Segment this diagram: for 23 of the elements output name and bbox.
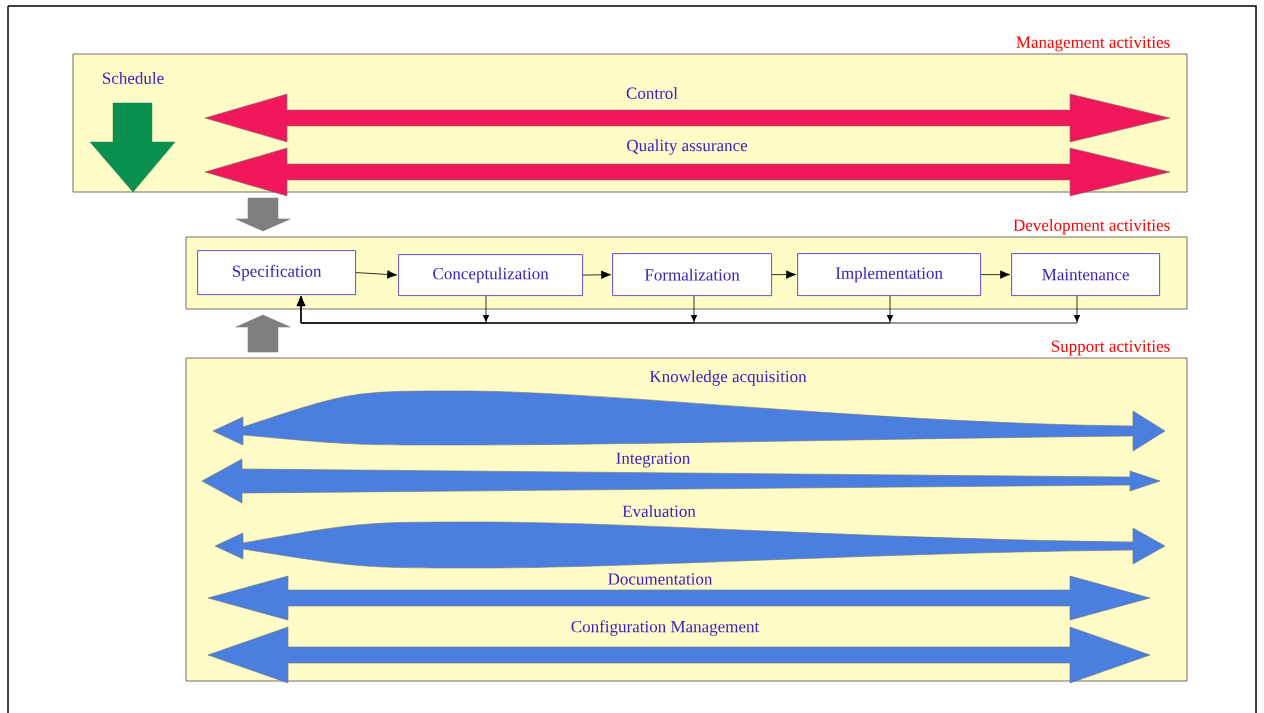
arrow-label: Integration xyxy=(616,452,691,468)
arrow xyxy=(235,197,291,232)
arrow-label: Documentation xyxy=(608,573,713,585)
arrow-label: Quality assurance xyxy=(627,139,748,155)
process-box: Formalization xyxy=(612,253,772,296)
arrow-label: Control xyxy=(626,87,678,99)
process-box: Specification xyxy=(197,250,356,295)
process-box: Implementation xyxy=(797,253,981,296)
arrow xyxy=(355,270,398,279)
node-label: Support activities xyxy=(1051,340,1170,356)
arrow-label: Knowledge acquisition xyxy=(649,370,807,386)
arrow xyxy=(296,295,1081,324)
node-label: Development activities xyxy=(1013,218,1170,235)
node-label: Management activities xyxy=(1016,36,1170,52)
process-box: Maintenance xyxy=(1011,253,1160,296)
arrow-label: Schedule xyxy=(103,72,164,84)
arrow xyxy=(235,314,291,353)
arrow-label: Configuration Management xyxy=(571,620,760,636)
process-box: Conceptulization xyxy=(398,254,583,296)
arrow xyxy=(771,270,797,279)
arrow xyxy=(582,270,612,279)
arrow xyxy=(980,270,1011,279)
arrow-label: Evaluation xyxy=(622,505,696,517)
